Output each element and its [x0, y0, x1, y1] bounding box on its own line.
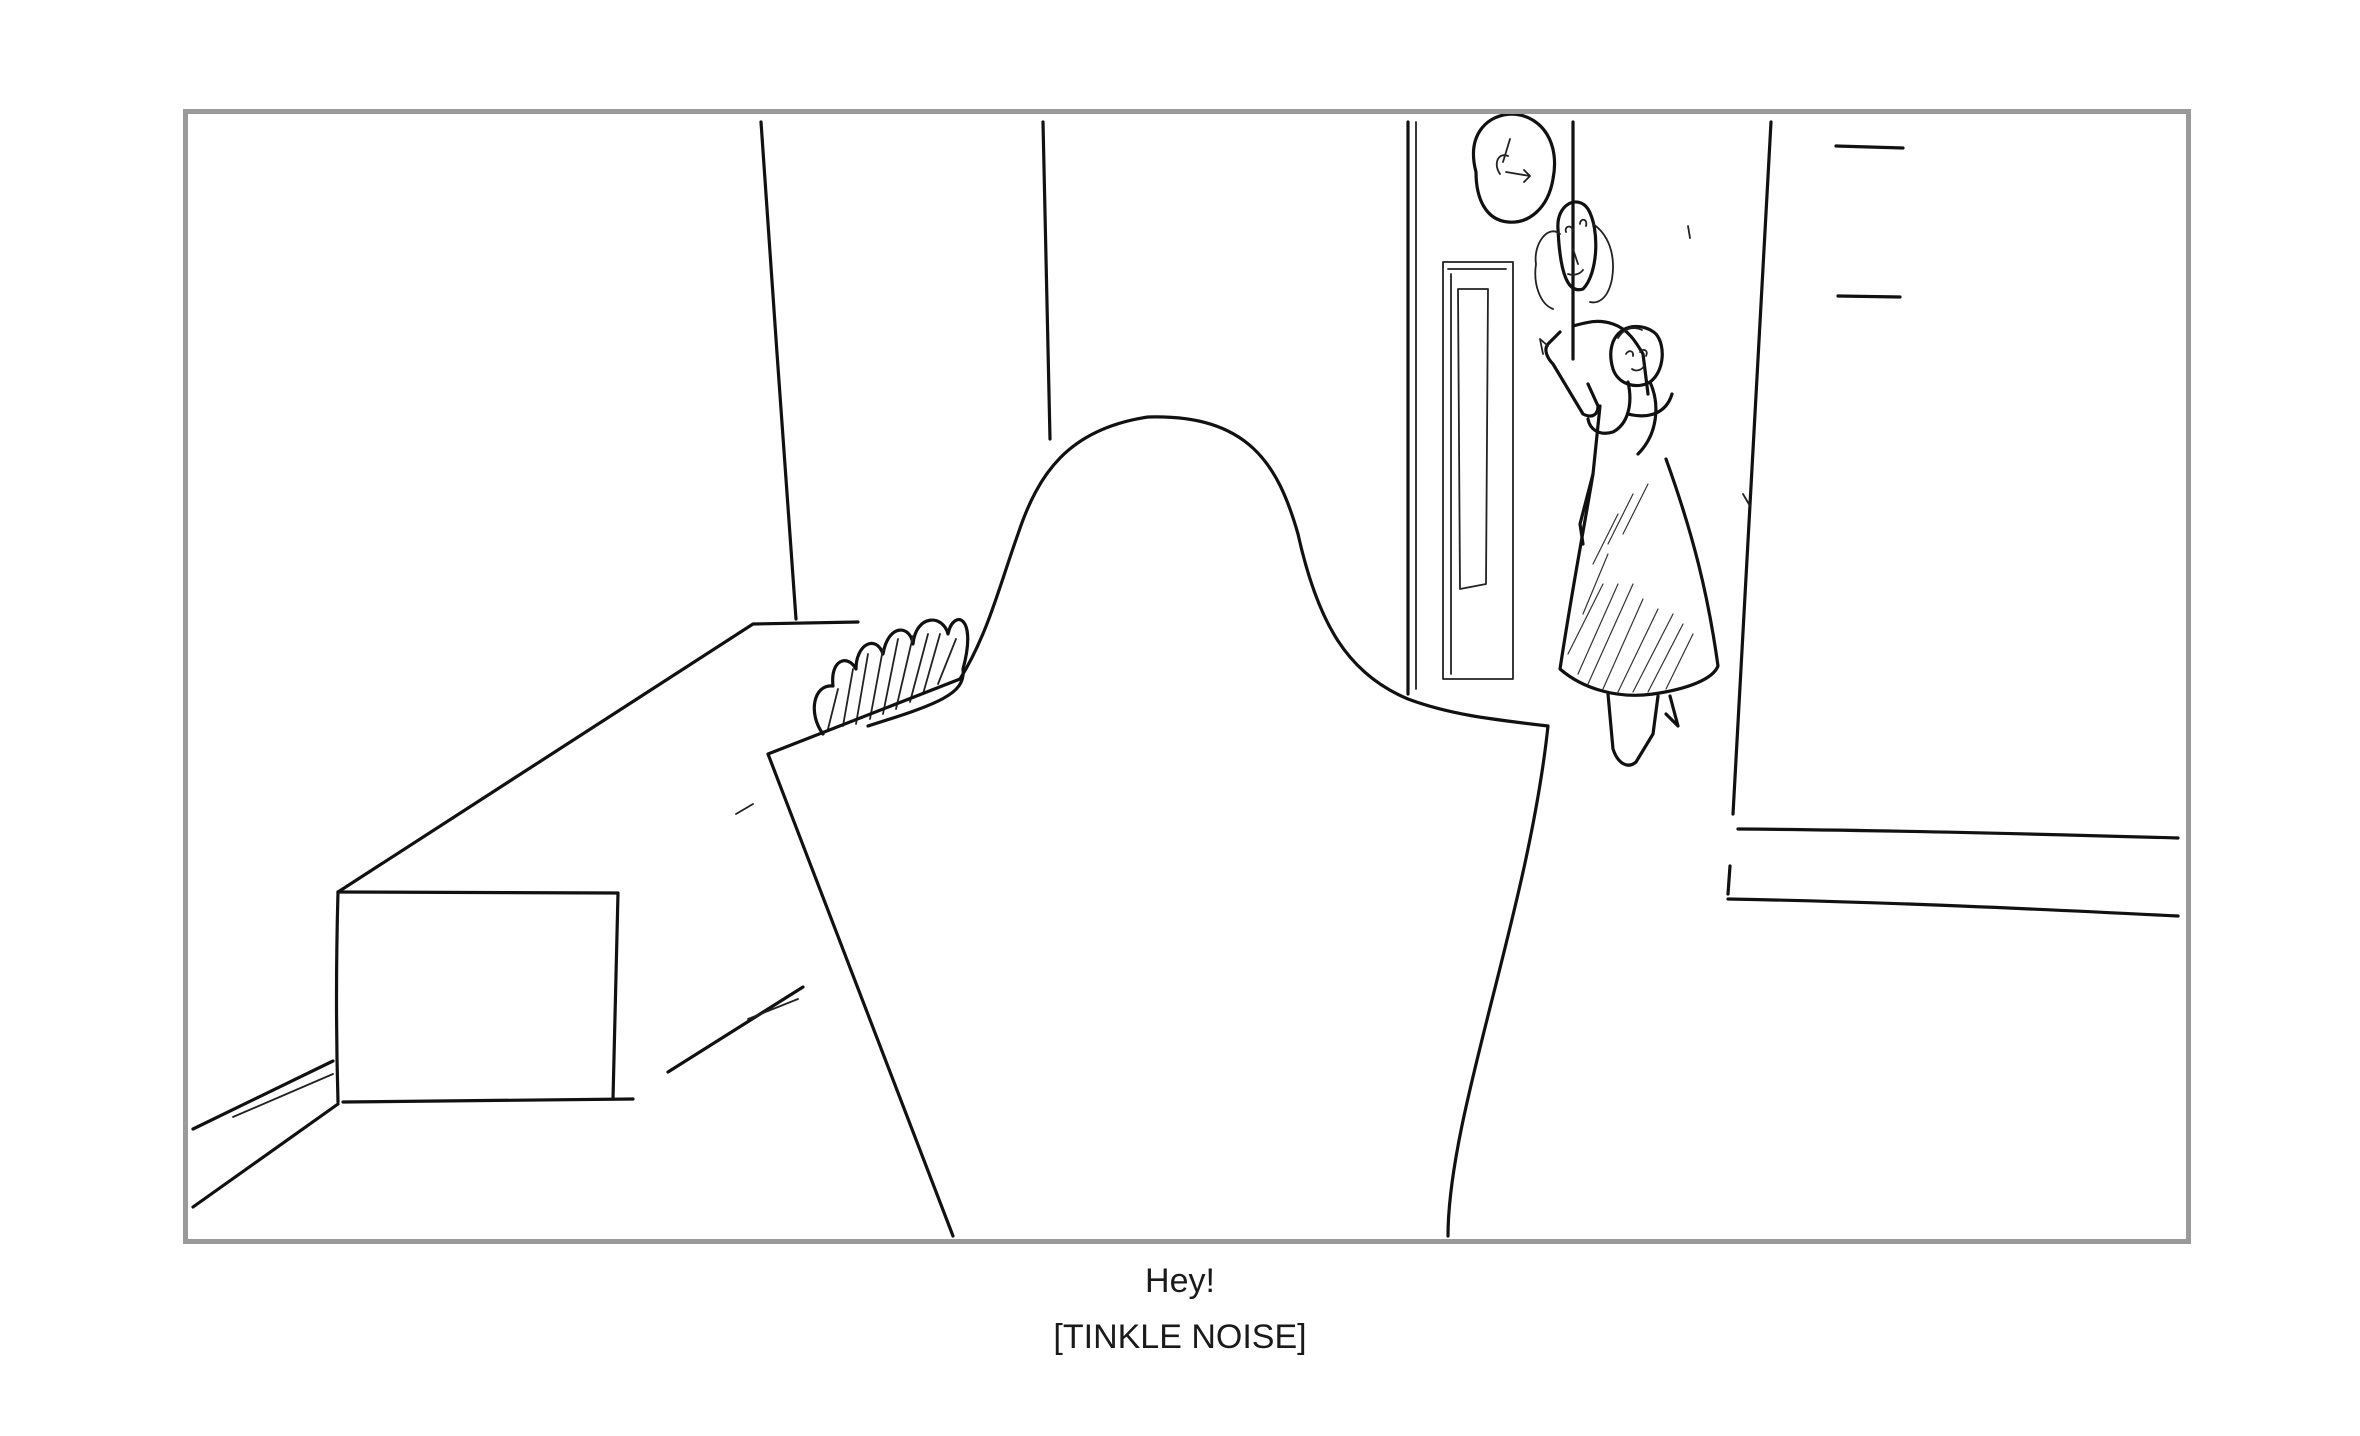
foreground-figure — [766, 415, 1550, 1238]
bush — [812, 618, 970, 736]
dialogue-caption: Hey! — [1145, 1262, 1215, 1300]
platform-box — [191, 620, 860, 1209]
sound-effect-caption: [TINKLE NOISE] — [1053, 1318, 1307, 1356]
right-building — [1687, 120, 2180, 918]
storyboard-panel — [183, 109, 2191, 1244]
left-building — [759, 120, 1052, 621]
wall-clock — [1472, 114, 1557, 224]
panel-sketch — [191, 114, 2180, 1238]
woman-with-baby — [1534, 200, 1720, 767]
doorway — [1406, 120, 1575, 696]
